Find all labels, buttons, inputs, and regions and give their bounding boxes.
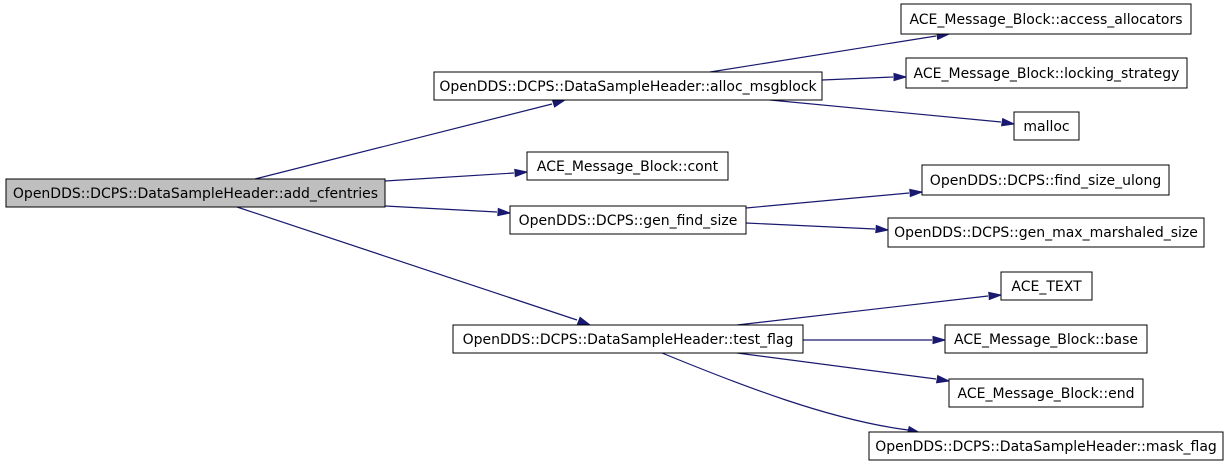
edge-line: [736, 352, 937, 380]
edge-line: [745, 192, 910, 209]
node-base-label: ACE_Message_Block::base: [954, 332, 1138, 348]
edge-test-flag-to-mask-flag: [661, 352, 922, 435]
node-ace-text-box: [1000, 271, 1093, 301]
node-test-flag-box: [452, 324, 804, 354]
edge-line: [821, 76, 894, 81]
node-test-flag-label: OpenDDS::DCPS::DataSampleHeader::test_fl…: [463, 332, 794, 348]
arrowhead: [514, 168, 529, 178]
arrowhead: [893, 72, 908, 82]
node-gen-max-marshaled-size[interactable]: OpenDDS::DCPS::gen_max_marshaled_size: [887, 217, 1205, 248]
edges-layer: [236, 31, 1016, 435]
edge-line: [384, 172, 515, 182]
node-ace-text-label: ACE_TEXT: [1011, 279, 1082, 295]
edge-line: [745, 222, 876, 230]
arrowhead: [875, 224, 890, 234]
arrowhead: [935, 374, 951, 384]
node-mask-flag-label: OpenDDS::DCPS::DataSampleHeader::mask_fl…: [875, 439, 1217, 455]
node-access-allocators[interactable]: ACE_Message_Block::access_allocators: [900, 3, 1192, 35]
edge-line: [254, 103, 553, 180]
edge-line: [736, 295, 989, 326]
node-cont[interactable]: ACE_Message_Block::cont: [526, 151, 729, 181]
node-access-allocators-box: [900, 3, 1192, 35]
edge-line: [769, 99, 1002, 123]
edge-add-cfentries-to-gen-find-size: [384, 205, 512, 217]
arrowhead: [497, 207, 512, 217]
node-gen-max-marshaled-size-label: OpenDDS::DCPS::gen_max_marshaled_size: [894, 225, 1198, 241]
node-end-label: ACE_Message_Block::end: [958, 386, 1135, 402]
node-test-flag[interactable]: OpenDDS::DCPS::DataSampleHeader::test_fl…: [452, 324, 804, 354]
edge-test-flag-to-ace-text: [736, 291, 1003, 326]
node-alloc-msgblock-box: [433, 71, 823, 101]
edge-line: [661, 352, 909, 431]
arrowhead: [988, 291, 1003, 301]
node-add-cfentries-box: [5, 178, 386, 208]
node-base[interactable]: ACE_Message_Block::base: [944, 324, 1148, 354]
node-add-cfentries[interactable]: OpenDDS::DCPS::DataSampleHeader::add_cfe…: [5, 178, 386, 208]
node-cont-box: [526, 151, 729, 181]
node-gen-find-size[interactable]: OpenDDS::DCPS::gen_find_size: [509, 205, 747, 235]
edge-line: [236, 206, 578, 321]
arrowhead: [909, 188, 924, 198]
edge-gen-find-size-to-find-size-ulong: [745, 188, 924, 209]
edge-test-flag-to-base: [803, 335, 947, 345]
node-malloc-box: [1013, 111, 1080, 141]
node-cont-label: ACE_Message_Block::cont: [537, 159, 719, 175]
node-gen-max-marshaled-size-box: [887, 217, 1205, 248]
edge-test-flag-to-end: [736, 352, 951, 384]
node-alloc-msgblock[interactable]: OpenDDS::DCPS::DataSampleHeader::alloc_m…: [433, 71, 823, 101]
node-end[interactable]: ACE_Message_Block::end: [948, 378, 1144, 408]
node-locking-strategy-label: ACE_Message_Block::locking_strategy: [914, 66, 1180, 82]
node-find-size-ulong[interactable]: OpenDDS::DCPS::find_size_ulong: [921, 164, 1170, 196]
node-mask-flag[interactable]: OpenDDS::DCPS::DataSampleHeader::mask_fl…: [868, 431, 1224, 461]
node-locking-strategy-box: [905, 57, 1188, 89]
node-gen-find-size-label: OpenDDS::DCPS::gen_find_size: [519, 213, 738, 229]
arrowhead: [551, 99, 567, 108]
node-alloc-msgblock-label: OpenDDS::DCPS::DataSampleHeader::alloc_m…: [439, 79, 817, 95]
node-ace-text[interactable]: ACE_TEXT: [1000, 271, 1093, 301]
node-gen-find-size-box: [509, 205, 747, 235]
node-add-cfentries-label: OpenDDS::DCPS::DataSampleHeader::add_cfe…: [13, 186, 378, 202]
arrowhead: [932, 335, 947, 345]
node-locking-strategy[interactable]: ACE_Message_Block::locking_strategy: [905, 57, 1188, 89]
node-find-size-ulong-box: [921, 164, 1170, 196]
node-access-allocators-label: ACE_Message_Block::access_allocators: [909, 12, 1182, 28]
node-malloc[interactable]: malloc: [1013, 111, 1080, 141]
node-mask-flag-box: [868, 431, 1224, 461]
node-find-size-ulong-label: OpenDDS::DCPS::find_size_ulong: [930, 173, 1161, 189]
edge-add-cfentries-to-cont: [384, 168, 529, 182]
edge-alloc-msgblock-to-locking-strategy: [821, 72, 908, 82]
edge-gen-find-size-to-gen-max-marshaled-size: [745, 222, 890, 234]
edge-add-cfentries-to-alloc-msgblock: [254, 99, 567, 180]
edge-line: [709, 35, 937, 73]
edge-alloc-msgblock-to-malloc: [769, 99, 1016, 127]
node-end-box: [948, 378, 1144, 408]
nodes-layer: OpenDDS::DCPS::DataSampleHeader::add_cfe…: [5, 3, 1224, 461]
edge-line: [384, 205, 498, 213]
node-base-box: [944, 324, 1148, 354]
arrowhead: [1000, 117, 1016, 127]
node-malloc-label: malloc: [1023, 119, 1069, 135]
arrowhead: [576, 316, 592, 326]
